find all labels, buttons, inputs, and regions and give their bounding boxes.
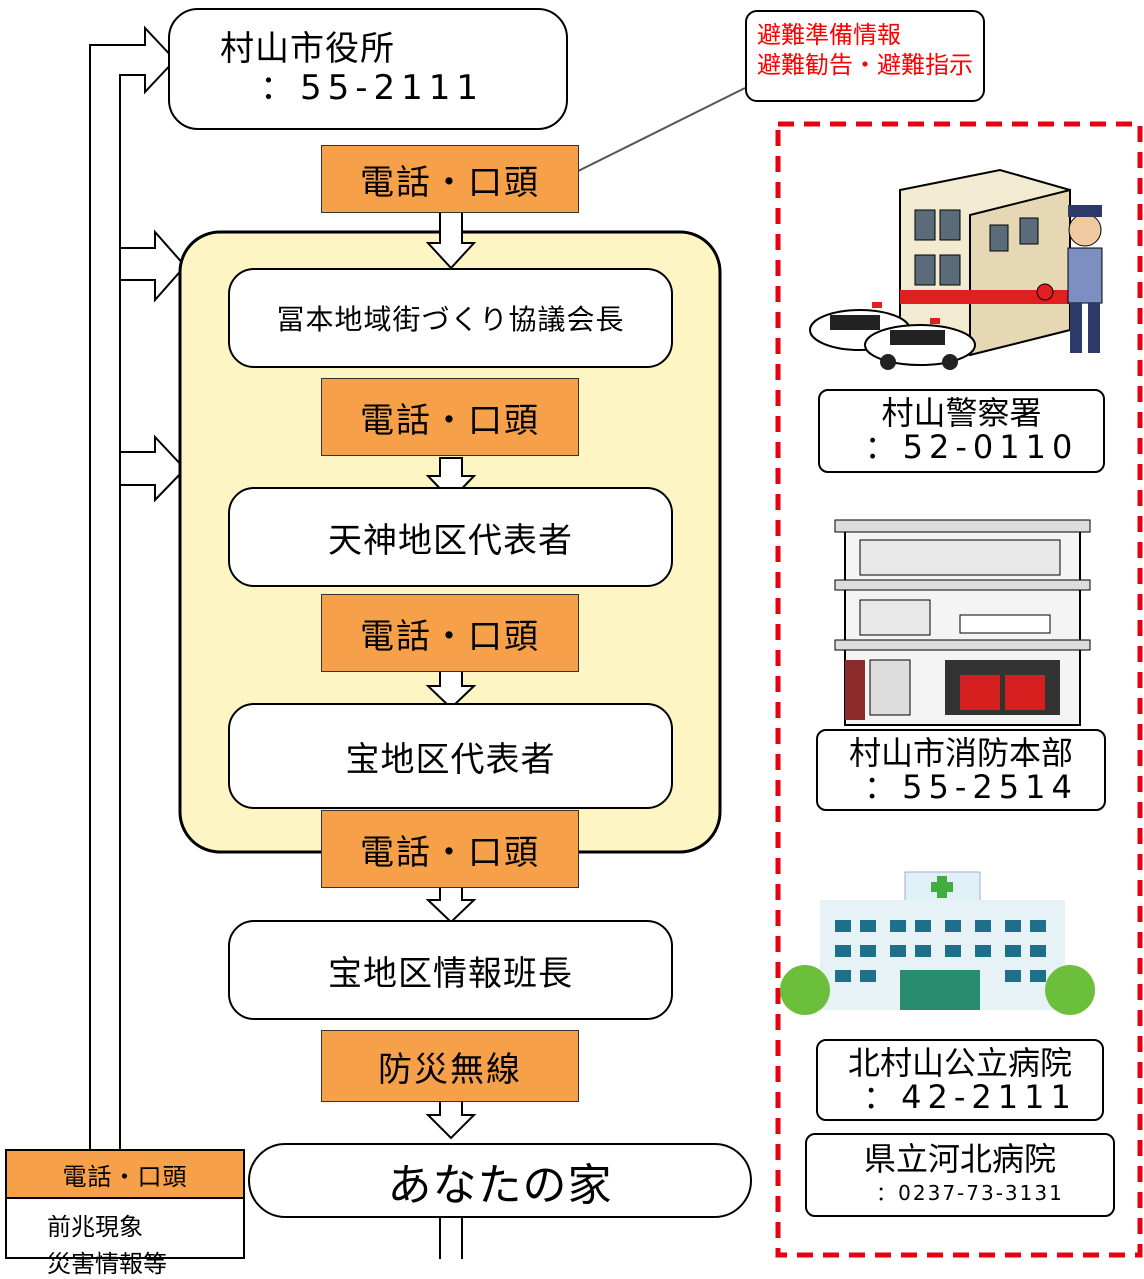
contact-hospital-kahoku: 県立河北病院 ：0237-73-3131 <box>805 1133 1115 1217</box>
hospital-icon <box>780 871 1095 1015</box>
arrow-to-group <box>119 229 187 303</box>
chain-node-1: 冨本地域街づくり協議会長 <box>228 268 673 368</box>
chain-node-2: 天神地区代表者 <box>228 487 673 587</box>
method-label-4: 電話・口頭 <box>321 810 579 888</box>
contact-police-name: 村山警察署 <box>881 394 1042 432</box>
contact-fire-phone: ：55-2514 <box>864 767 1078 806</box>
report-box-line-1: 前兆現象 <box>47 1213 143 1241</box>
contact-fire: 村山市消防本部 ：55-2514 <box>816 729 1106 811</box>
down-arrows <box>425 209 477 1140</box>
contact-police: 村山警察署 ：52-0110 <box>818 389 1105 473</box>
city-office-phone: ：55-2111 <box>260 68 485 108</box>
method-label-1: 電話・口頭 <box>321 145 579 213</box>
contact-hospital-north: 北村山公立病院 ：42-2111 <box>816 1039 1104 1121</box>
arrow-to-city-office <box>89 25 177 1226</box>
contact-fire-name: 村山市消防本部 <box>848 734 1073 772</box>
emergency-contacts-frame <box>775 121 1143 1258</box>
method-label-radio: 防災無線 <box>321 1030 579 1102</box>
fire-station-icon <box>834 519 1091 726</box>
report-box-header: 電話・口頭 <box>7 1151 243 1199</box>
method-label-2: 電話・口頭 <box>321 378 579 456</box>
contact-hospital-north-name: 北村山公立病院 <box>847 1044 1072 1082</box>
evacuation-callout: 避難準備情報 避難勧告・避難指示 <box>745 10 985 102</box>
city-office-name: 村山市役所 <box>220 28 395 69</box>
contact-hospital-kahoku-name: 県立河北病院 <box>863 1140 1056 1178</box>
police-station-icon <box>809 168 1103 370</box>
report-box-line-2: 災害情報等 <box>47 1250 167 1278</box>
report-box: 電話・口頭 前兆現象 災害情報等 <box>5 1149 245 1278</box>
contact-hospital-kahoku-phone: ：0237-73-3131 <box>876 1180 1064 1205</box>
chain-node-4: 宝地区情報班長 <box>228 920 673 1020</box>
method-label-3: 電話・口頭 <box>321 594 579 672</box>
chain-node-3: 宝地区代表者 <box>228 703 673 809</box>
city-office-node: 村山市役所 ：55-2111 <box>168 8 568 130</box>
contact-police-phone: ：52-0110 <box>864 427 1079 466</box>
callout-line-1: 避難準備情報 <box>757 21 901 49</box>
contact-hospital-north-phone: ：42-2111 <box>863 1077 1077 1116</box>
callout-line-2: 避難勧告・避難指示 <box>757 51 973 79</box>
home-node: あなたの家 <box>248 1143 752 1218</box>
